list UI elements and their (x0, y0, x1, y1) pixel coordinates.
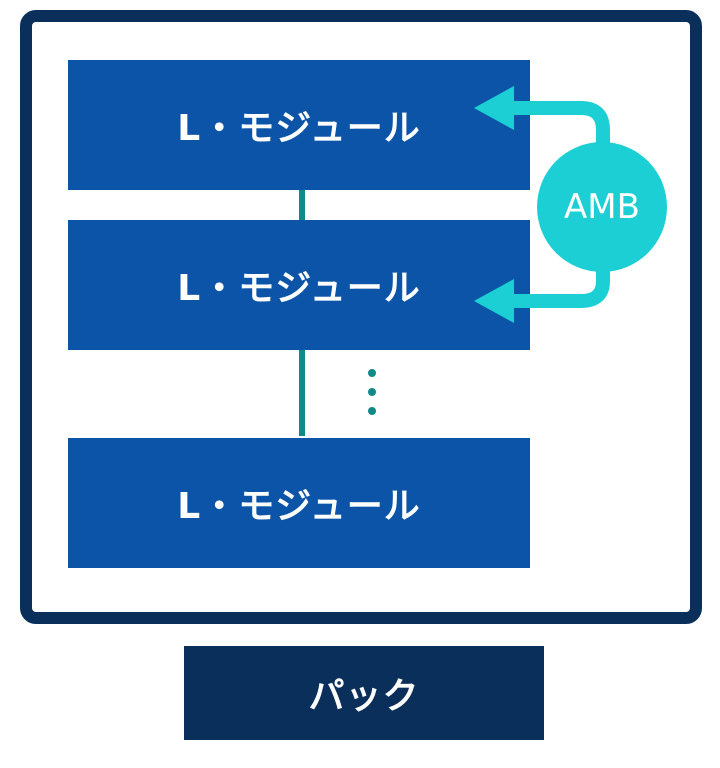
connector-line-1 (299, 190, 305, 220)
module-1: L・モジュール (68, 60, 530, 190)
ellipsis-dot-2 (368, 388, 376, 396)
module-2-label: L・モジュール (177, 268, 421, 309)
arrowhead-icon-2 (474, 279, 514, 323)
module-1-label: L・モジュール (177, 108, 421, 149)
module-3-label: L・モジュール (177, 486, 421, 527)
amb-arrow-to-module-1 (510, 101, 610, 145)
amb-arrow-to-module-2 (510, 268, 610, 308)
pack-box: パック (184, 646, 544, 740)
pack-label: パック (308, 676, 420, 717)
ellipsis-dot-3 (368, 407, 376, 415)
connector-line-2 (299, 350, 305, 436)
module-2: L・モジュール (68, 220, 530, 350)
amb-circle (537, 142, 667, 272)
module-3: L・モジュール (68, 438, 530, 568)
ellipsis-dot-1 (368, 369, 376, 377)
amb-label: AMB (564, 187, 640, 227)
arrowhead-icon-1 (474, 86, 514, 130)
